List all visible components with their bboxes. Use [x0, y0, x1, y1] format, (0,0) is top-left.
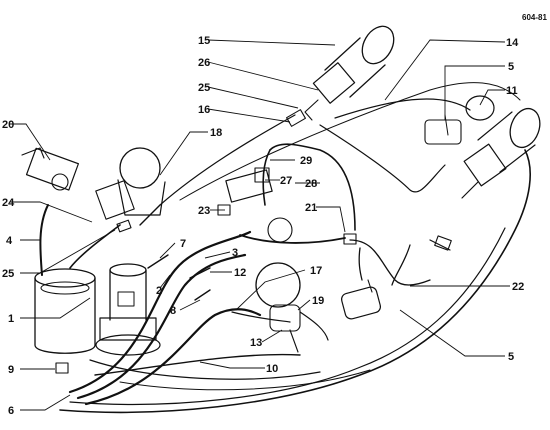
callout-10: 10	[266, 363, 278, 375]
callout-19: 19	[312, 295, 324, 307]
callout-1: 1	[8, 313, 14, 325]
callout-11: 11	[506, 85, 518, 97]
callout-13: 13	[250, 337, 262, 349]
callout-7: 7	[180, 238, 186, 250]
rear-sphere	[255, 262, 301, 353]
callout-16: 16	[198, 104, 210, 116]
callout-labels: 604-81 15 26 25 16 14 5 11 20 18 29 27 2…	[2, 13, 547, 417]
drawing-code: 604-81	[522, 13, 547, 22]
callout-22: 22	[512, 281, 524, 293]
body-outline	[59, 82, 531, 414]
callout-27: 27	[280, 175, 292, 187]
callout-12: 12	[234, 267, 246, 279]
callout-20: 20	[2, 119, 14, 131]
callout-29: 29	[300, 155, 312, 167]
callout-21: 21	[305, 202, 317, 214]
callout-23: 23	[198, 205, 210, 217]
upper-accumulator	[304, 25, 395, 121]
callout-5-bottom: 5	[508, 351, 514, 363]
master-cylinder	[95, 147, 166, 220]
callout-8: 8	[170, 305, 176, 317]
callout-6: 6	[8, 405, 14, 417]
hose-lines	[39, 98, 471, 406]
pump-assembly	[95, 263, 161, 356]
callout-28: 28	[305, 178, 317, 190]
callout-15: 15	[198, 35, 210, 47]
rear-right-cylinder	[340, 279, 382, 320]
callout-4: 4	[6, 235, 13, 247]
callout-9: 9	[8, 364, 14, 376]
callout-18: 18	[210, 127, 222, 139]
fittings	[55, 109, 452, 374]
callout-5-top: 5	[508, 61, 514, 73]
callout-2: 2	[156, 285, 162, 297]
callout-14: 14	[506, 37, 519, 49]
callout-26: 26	[198, 57, 210, 69]
callout-24: 24	[2, 197, 15, 209]
callout-25-left: 25	[2, 268, 14, 280]
right-accumulator	[424, 95, 541, 199]
reservoir-tank	[34, 268, 96, 354]
callout-25-top: 25	[198, 82, 210, 94]
left-actuator	[21, 147, 80, 191]
leader-lines	[10, 39, 510, 411]
callout-17: 17	[310, 265, 322, 277]
callout-3: 3	[232, 247, 238, 259]
